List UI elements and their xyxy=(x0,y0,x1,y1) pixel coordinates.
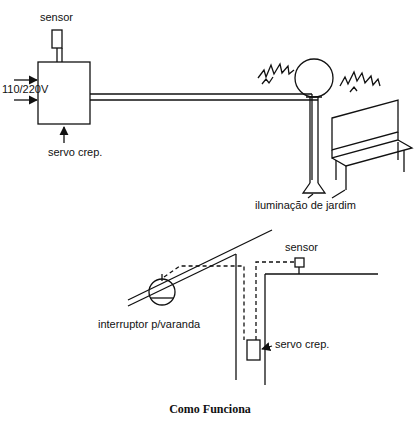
sensor-stem xyxy=(61,48,62,62)
bench-seat xyxy=(332,140,412,166)
sensor-label: sensor xyxy=(285,241,318,254)
sensor-label: sensor xyxy=(40,11,73,24)
part-label: interruptor p/varanda xyxy=(98,318,200,331)
lamp-globe xyxy=(295,59,333,97)
sensor-symbol xyxy=(295,258,304,267)
porch-lamp xyxy=(149,279,175,305)
voltage-label: 110/220V xyxy=(2,83,48,96)
bush xyxy=(258,64,294,84)
leader-line xyxy=(332,190,345,198)
wall xyxy=(265,274,378,385)
sensor-symbol xyxy=(52,30,62,48)
bush xyxy=(340,72,380,92)
leader-line xyxy=(308,194,313,198)
conduit xyxy=(90,99,318,100)
servo-box xyxy=(247,340,260,360)
wire xyxy=(256,262,295,340)
supply-wire xyxy=(14,99,37,100)
eave xyxy=(128,254,236,306)
wall xyxy=(235,254,236,380)
leader-line xyxy=(262,346,272,349)
part-label: servo crep. xyxy=(48,146,102,159)
leader-line xyxy=(63,127,64,143)
lamp-base xyxy=(303,183,325,193)
conduit xyxy=(90,93,312,94)
lamp-post xyxy=(306,97,322,183)
part-label: servo crep. xyxy=(275,338,329,351)
bench-leg xyxy=(336,142,404,190)
sensor-stem xyxy=(298,267,299,274)
conduit xyxy=(311,94,312,180)
sensor-stem xyxy=(56,48,57,62)
porch-lamp xyxy=(150,297,174,298)
supply-wire xyxy=(14,79,37,80)
caption: Como Funciona xyxy=(169,402,251,417)
part-label: iluminação de jardim xyxy=(255,199,356,212)
lamp-mount xyxy=(161,274,162,281)
